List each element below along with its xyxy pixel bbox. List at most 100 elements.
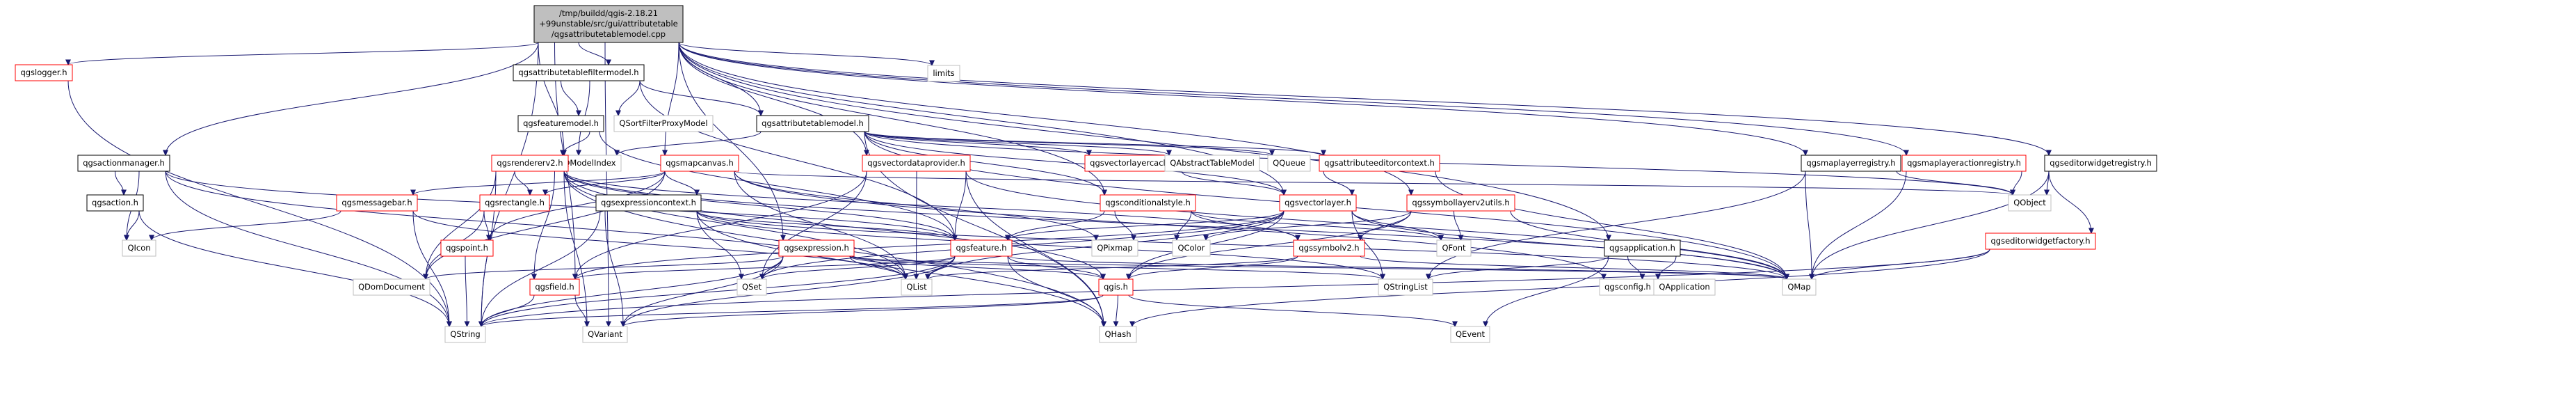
edge-qgsexpression-to-QMap bbox=[849, 255, 1787, 280]
node-qgssymbollayerv2utils[interactable]: qgssymbollayerv2utils.h bbox=[1406, 194, 1515, 212]
node-qevent[interactable]: QEvent bbox=[1450, 326, 1490, 343]
edge-root-to-qgseditorwidgetregistry bbox=[678, 42, 2050, 156]
edge-root-to-qgslogger bbox=[67, 42, 539, 65]
node-box bbox=[1172, 239, 1211, 257]
edge-arrowhead bbox=[65, 59, 71, 66]
node-qvariant[interactable]: QVariant bbox=[582, 326, 628, 343]
node-qgsvectordataprovider[interactable]: qgsvectordataprovider.h bbox=[862, 155, 971, 172]
node-qgsapplication[interactable]: qgsapplication.h bbox=[1604, 239, 1681, 257]
edge-root-to-qgsmaplayerregistry bbox=[678, 42, 1806, 156]
edge-arrowhead bbox=[1129, 321, 1135, 328]
edge-arrowhead bbox=[1483, 321, 1488, 328]
node-qgsexpressioncontext[interactable]: qgsexpressioncontext.h bbox=[595, 194, 702, 212]
edge-arrowhead bbox=[606, 321, 611, 328]
edge-root-to-qgsconditionalstyle bbox=[678, 42, 1105, 196]
node-box bbox=[1091, 239, 1138, 257]
node-label: qgsvectorlayercache.h bbox=[1090, 158, 1181, 168]
node-qgspoint[interactable]: qgspoint.h bbox=[440, 239, 494, 257]
edge-qgsvectorlayercache-to-qgsvectorlayer bbox=[1181, 171, 1285, 196]
node-qgsmessagebar[interactable]: qgsmessagebar.h bbox=[336, 194, 418, 212]
node-qgsrendererv2[interactable]: qgsrendererv2.h bbox=[491, 155, 569, 172]
node-limits[interactable]: limits bbox=[927, 65, 960, 82]
node-qapplication[interactable]: QApplication bbox=[1653, 278, 1716, 296]
node-label: qgsattributeeditorcontext.h bbox=[1324, 158, 1435, 168]
node-qgsvectorlayer[interactable]: qgsvectorlayer.h bbox=[1279, 194, 1357, 212]
edge-qgsactionmanager-to-QString bbox=[165, 171, 450, 327]
node-qdomdocument[interactable]: QDomDocument bbox=[353, 278, 430, 296]
node-box bbox=[1319, 155, 1440, 172]
node-qgis[interactable]: qgis.h bbox=[1098, 278, 1134, 296]
edge-qgsfeature-to-QVariant bbox=[622, 255, 956, 327]
node-box bbox=[513, 64, 645, 81]
node-label: qgsrendererv2.h bbox=[497, 158, 563, 168]
edge-arrowhead bbox=[1438, 235, 1444, 242]
node-qgsfeaturemodel[interactable]: qgsfeaturemodel.h bbox=[517, 115, 604, 132]
node-qgsfeature[interactable]: qgsfeature.h bbox=[950, 239, 1013, 257]
node-qgseditorwidgetfactory[interactable]: qgseditorwidgetfactory.h bbox=[1985, 232, 2096, 250]
node-qgsattributetablefiltermodel[interactable]: qgsattributetablefiltermodel.h bbox=[513, 64, 645, 81]
edge-qgsmapcanvas-to-qgsmessagebar bbox=[412, 171, 666, 196]
edge-root-to-qgsattributetablefiltermodel bbox=[578, 42, 609, 65]
node-qmodelindex[interactable]: QModelIndex bbox=[558, 155, 622, 172]
node-qsortfilterproxymodel[interactable]: QSortFilterProxyModel bbox=[613, 115, 714, 132]
edge-qgsexpressioncontext-to-QString bbox=[481, 210, 601, 327]
edge-arrowhead bbox=[1100, 274, 1106, 281]
node-qstring[interactable]: QString bbox=[444, 326, 486, 343]
node-label: qgsconditionalstyle.h bbox=[1105, 198, 1191, 207]
node-qlist[interactable]: QList bbox=[901, 278, 933, 296]
edge-root-to-qgsvectordataprovider bbox=[678, 42, 867, 156]
node-box bbox=[1985, 232, 2096, 250]
node-qgsexpression[interactable]: qgsexpression.h bbox=[778, 239, 855, 257]
node-qgsvectorlayercache[interactable]: qgsvectorlayercache.h bbox=[1084, 155, 1186, 172]
node-qgssymbolv2[interactable]: qgssymbolv2.h bbox=[1293, 239, 1365, 257]
edge-qgsvectordataprovider-to-QMap bbox=[965, 171, 1787, 280]
node-box bbox=[77, 155, 170, 172]
edge-qgsexpression-to-qgis bbox=[849, 255, 1104, 280]
edge-arrowhead bbox=[163, 150, 168, 157]
node-root[interactable]: /tmp/buildd/qgis-2.18.21+99unstable/src/… bbox=[533, 5, 684, 43]
node-qqueue[interactable]: QQueue bbox=[1267, 155, 1311, 172]
node-qabstracttablemodel[interactable]: QAbstractTableModel bbox=[1164, 155, 1260, 172]
node-qgseditorwidgetregistry[interactable]: qgseditorwidgetregistry.h bbox=[2044, 155, 2157, 172]
edge-arrowhead bbox=[1358, 235, 1363, 242]
node-qfont[interactable]: QFont bbox=[1436, 239, 1472, 257]
node-qgsattributeeditorcontext[interactable]: qgsattributeeditorcontext.h bbox=[1319, 155, 1440, 172]
node-qset[interactable]: QSet bbox=[736, 278, 767, 296]
edge-qgsvectordataprovider-to-QSet bbox=[762, 171, 867, 280]
node-qgsmaplayerregistry[interactable]: qgsmaplayerregistry.h bbox=[1801, 155, 1901, 172]
edge-arrowhead bbox=[614, 150, 620, 157]
edge-qgsattributetablefiltermodel-to-qgsfeature bbox=[639, 80, 956, 241]
edge-qgssymbollayerv2utils-to-QColor bbox=[1205, 210, 1412, 241]
node-qgsmaplayeractionregistry[interactable]: qgsmaplayeractionregistry.h bbox=[1901, 155, 2027, 172]
edge-qgsfeature-to-QMap bbox=[1007, 255, 1787, 280]
edge-qgsfeature-to-qgsfield bbox=[574, 255, 956, 280]
node-label: qgsmapcanvas.h bbox=[666, 158, 734, 168]
node-qgsaction[interactable]: qgsaction.h bbox=[86, 194, 144, 212]
edge-qgsvectorlayer-to-qgsfield bbox=[574, 210, 1285, 280]
node-qhash[interactable]: QHash bbox=[1099, 326, 1137, 343]
node-qpixmap[interactable]: QPixmap bbox=[1091, 239, 1138, 257]
edge-arrowhead bbox=[1639, 274, 1645, 281]
node-qgsmapcanvas[interactable]: qgsmapcanvas.h bbox=[660, 155, 739, 172]
node-qobject[interactable]: QObject bbox=[2008, 194, 2052, 212]
edge-arrowhead bbox=[576, 150, 581, 157]
node-qgsrectangle[interactable]: qgsrectangle.h bbox=[479, 194, 550, 212]
node-qgsattributetablemodel[interactable]: qgsattributetablemodel.h bbox=[756, 115, 869, 132]
edge-arrowhead bbox=[572, 274, 578, 281]
node-label: qgseditorwidgetregistry.h bbox=[2050, 158, 2152, 168]
edge-qgseditorwidgetfactory-to-QHash bbox=[1132, 249, 1990, 327]
edge-qgsattributetablemodel-to-qgsvectorlayercache bbox=[864, 131, 1090, 156]
edge-qgsvectorlayer-to-QFont bbox=[1351, 210, 1442, 241]
node-qgslogger[interactable]: qgslogger.h bbox=[15, 64, 73, 81]
edge-qgsvectordataprovider-to-qgsfield bbox=[574, 171, 867, 280]
edge-qgsexpression-to-QString bbox=[481, 255, 784, 327]
node-qgsconfig[interactable]: qgsconfig.h bbox=[1599, 278, 1657, 296]
node-qstringlist[interactable]: QStringList bbox=[1378, 278, 1433, 296]
node-qgsconditionalstyle[interactable]: qgsconditionalstyle.h bbox=[1100, 194, 1196, 212]
node-qgsactionmanager[interactable]: qgsactionmanager.h bbox=[77, 155, 170, 172]
node-qcolor[interactable]: QColor bbox=[1172, 239, 1211, 257]
node-qmap[interactable]: QMap bbox=[1782, 278, 1817, 296]
node-qicon[interactable]: QIcon bbox=[122, 239, 156, 257]
node-qgsfield[interactable]: qgsfield.h bbox=[529, 278, 580, 296]
node-label: qgsapplication.h bbox=[1609, 243, 1675, 253]
